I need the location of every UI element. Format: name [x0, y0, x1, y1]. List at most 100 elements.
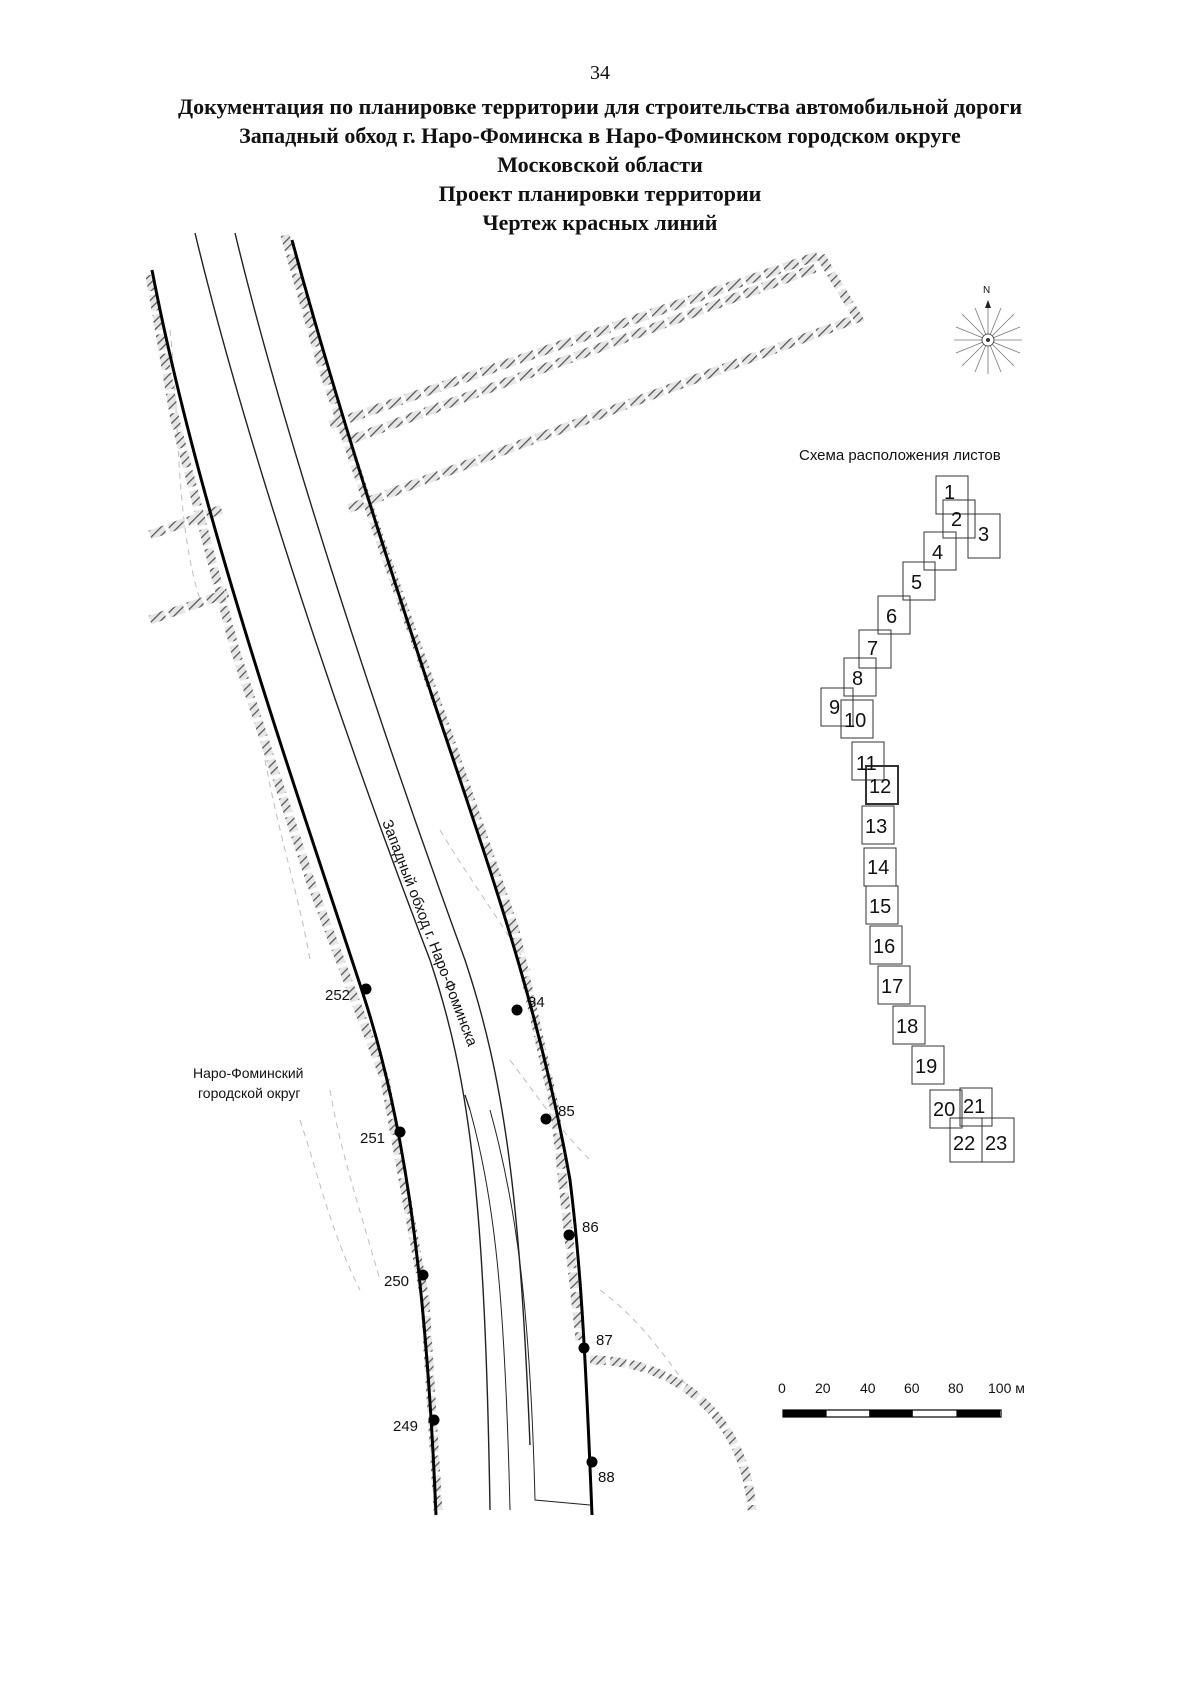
sheet-box-12: [865, 765, 899, 805]
sheet-number-12: 12: [869, 776, 891, 798]
boundary-band-left-upper: [148, 503, 227, 540]
sheet-box-4: [923, 531, 957, 571]
sheet-box-13: [861, 805, 895, 845]
sheet-number-2: 2: [951, 509, 962, 531]
red-line-right: [290, 239, 594, 1516]
sheet-box-19: [911, 1045, 945, 1085]
scale-tick-40: 40: [860, 1380, 876, 1396]
sheet-box-23: [981, 1117, 1015, 1163]
terrain-lines: [169, 329, 691, 1391]
boundary-band-top-inner: [348, 263, 817, 445]
sheet-number-5: 5: [911, 572, 922, 594]
district-label-line-1: Наро-Фоминский: [193, 1065, 304, 1081]
point-252: [360, 983, 372, 995]
road-edge-outer-left: [194, 232, 491, 1511]
point-249: [428, 1414, 440, 1426]
title-line-3: Московской области: [497, 152, 703, 177]
sheet-number-14: 14: [867, 857, 889, 879]
sheet-number-15: 15: [869, 896, 891, 918]
title-line-2: Западный обход г. Наро-Фоминска в Наро-Ф…: [239, 123, 961, 148]
sheet-box-15: [865, 885, 899, 925]
boundary-band-road-left: [145, 274, 443, 1511]
boundary-band-left-lower: [148, 588, 230, 625]
document-title: Документация по планировке территории дл…: [0, 92, 1200, 237]
point-86: [563, 1229, 575, 1241]
scale-tick-20: 20: [815, 1380, 831, 1396]
sheet-number-10: 10: [844, 710, 866, 732]
point-88: [586, 1456, 598, 1468]
title-line-4: Проект планировки территории: [438, 181, 762, 206]
turning-points-right: 84 85 86 87 88: [511, 994, 615, 1486]
sheet-box-18: [892, 1005, 926, 1045]
sheet-box-2: [942, 499, 976, 539]
scale-tick-80: 80: [948, 1380, 964, 1396]
sheet-box-11: [851, 741, 885, 781]
sheet-number-17: 17: [881, 976, 903, 998]
sheet-number-6: 6: [886, 606, 897, 628]
boundary-band-road-right: [280, 233, 585, 1341]
point-250: [417, 1269, 429, 1281]
sheet-box-10: [840, 699, 874, 739]
point-label-88: 88: [598, 1469, 615, 1486]
sheet-box-17: [877, 965, 911, 1005]
point-87: [578, 1342, 590, 1354]
sheet-number-20: 20: [933, 1099, 955, 1121]
sheet-number-23: 23: [985, 1133, 1007, 1155]
sheet-number-13: 13: [865, 816, 887, 838]
district-label-line-2: городской округ: [198, 1085, 300, 1101]
sheet-number-3: 3: [978, 524, 989, 546]
road-centerline-tick: [464, 1094, 471, 1111]
sheet-box-9: [820, 687, 854, 727]
sheet-number-7: 7: [867, 638, 878, 660]
scale-bar: 0 20 40 60 80 100 м: [778, 1380, 1025, 1418]
point-label-251: 251: [360, 1130, 385, 1147]
sheet-box-8: [843, 657, 877, 697]
boundary-band-top-outer: [328, 249, 865, 515]
title-line-5: Чертеж красных линий: [482, 210, 718, 235]
boundary-band-curve: [589, 1355, 757, 1511]
point-label-84: 84: [528, 994, 545, 1011]
sheet-box-7: [858, 629, 892, 669]
sheet-number-21: 21: [963, 1096, 985, 1118]
road-edge-outer-right: [234, 232, 531, 1446]
boundary-bands: [145, 233, 865, 1511]
sheet-number-11: 11: [856, 753, 877, 775]
turning-points-left: 252 251 250 249: [325, 983, 440, 1435]
sheet-number-4: 4: [932, 542, 943, 564]
point-251: [394, 1126, 406, 1138]
point-label-250: 250: [384, 1273, 409, 1290]
point-label-252: 252: [325, 987, 350, 1004]
sheet-box-3: [967, 513, 1001, 559]
sheet-layout-scheme: Схема расположения листов: [799, 447, 1015, 1163]
sheet-number-1: 1: [944, 482, 955, 504]
sheet-box-5: [902, 561, 936, 601]
red-line-left: [150, 269, 438, 1516]
sheet-number-8: 8: [852, 668, 863, 690]
point-label-86: 86: [582, 1219, 599, 1236]
point-label-249: 249: [393, 1418, 418, 1435]
sheet-number-18: 18: [896, 1016, 918, 1038]
compass-rose-icon: N: [954, 285, 1022, 374]
page-number: 34: [590, 62, 610, 84]
sheet-number-22: 22: [953, 1133, 975, 1155]
sheet-box-21: [959, 1087, 993, 1127]
sheet-box-20: [929, 1089, 963, 1129]
sheet-number-19: 19: [915, 1056, 937, 1078]
sheet-box-6: [877, 595, 911, 635]
point-85: [540, 1113, 552, 1125]
road-edge-inner-1: [469, 1109, 511, 1511]
title-line-1: Документация по планировке территории дл…: [177, 94, 1023, 119]
sheet-number-16: 16: [873, 936, 895, 958]
sheet-box-16: [869, 925, 903, 965]
sheet-box-1: [935, 475, 969, 515]
sheet-number-9: 9: [829, 697, 840, 719]
point-84: [511, 1004, 523, 1016]
scale-tick-0: 0: [778, 1380, 786, 1396]
scale-tick-100m: 100 м: [988, 1380, 1025, 1396]
road-name-label: Западный обход г. Наро-Фоминска: [378, 817, 481, 1049]
scheme-title: Схема расположения листов: [799, 447, 1001, 464]
point-label-87: 87: [596, 1332, 613, 1349]
point-label-85: 85: [558, 1103, 575, 1120]
road-lines: [194, 232, 591, 1511]
